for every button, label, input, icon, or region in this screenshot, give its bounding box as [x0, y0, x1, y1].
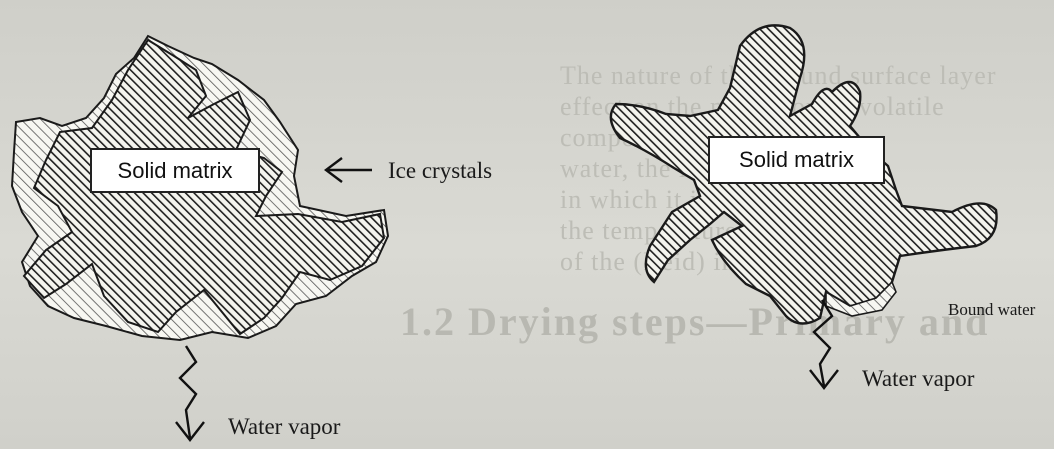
- water-vapor-label-left: Water vapor: [228, 414, 340, 440]
- water-vapor-label-right: Water vapor: [862, 366, 974, 392]
- water-vapor-arrow-left: [180, 346, 196, 438]
- ice-crystals-label: Ice crystals: [388, 158, 492, 184]
- solid-matrix-label-right: Solid matrix: [708, 136, 885, 184]
- bound-water-label: Bound water: [948, 300, 1035, 320]
- solid-matrix-label-left: Solid matrix: [90, 148, 260, 193]
